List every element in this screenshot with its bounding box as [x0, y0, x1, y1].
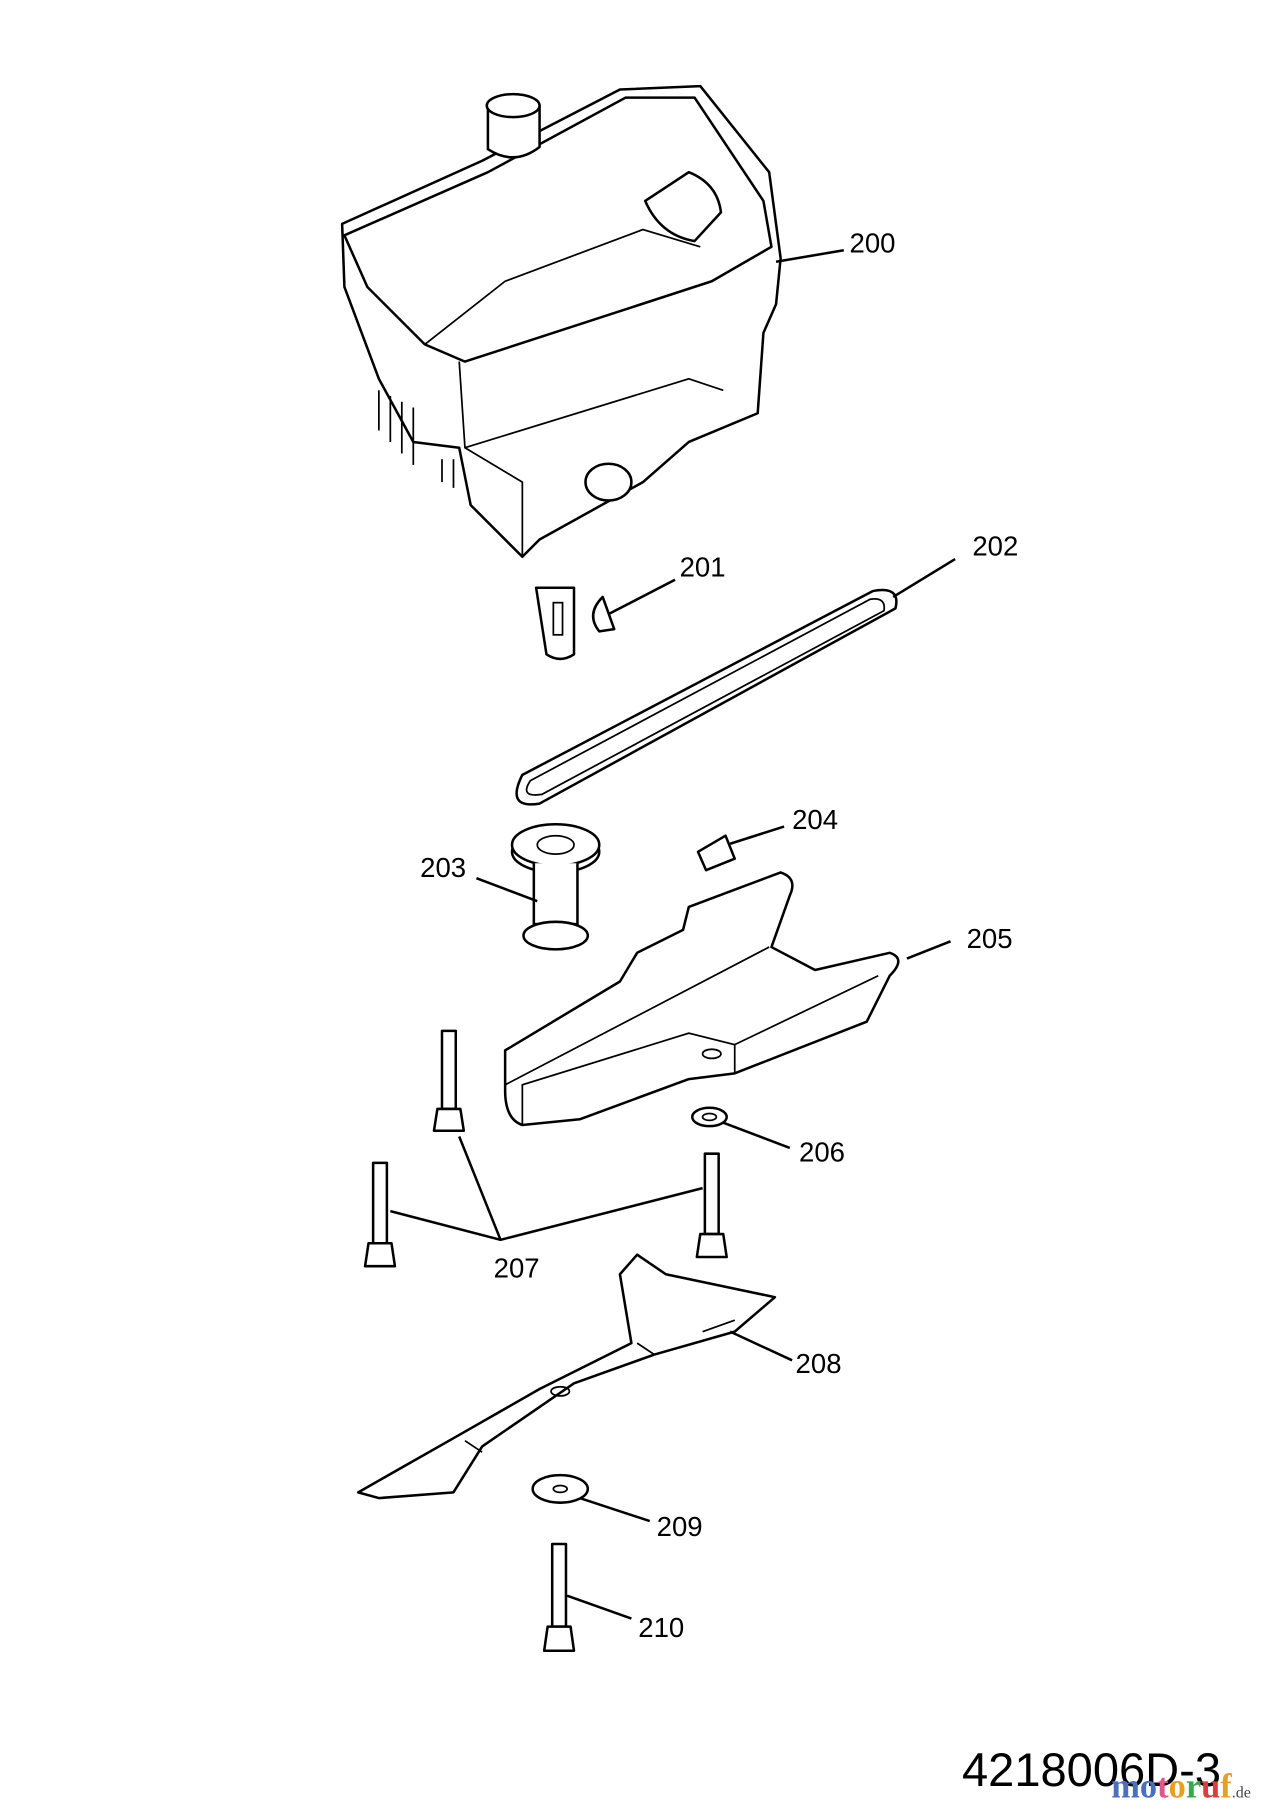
engine-part [340, 84, 782, 559]
svg-text:motoruf.de: motoruf.de [1111, 1768, 1251, 1800]
leader-209 [579, 1496, 651, 1523]
callout-205: 205 [967, 923, 1013, 954]
belt-part [515, 588, 898, 806]
callout-201: 201 [680, 551, 726, 582]
document-number: 4218006D-3 [962, 1743, 1221, 1796]
callout-202: 202 [972, 531, 1018, 562]
callout-209: 209 [657, 1511, 703, 1542]
callout-200: 200 [850, 228, 896, 259]
leader-206 [722, 1121, 791, 1150]
callout-204: 204 [792, 804, 838, 835]
watermark-logo: motoruf.de [1111, 1768, 1251, 1800]
leader-207 [390, 1136, 703, 1242]
blade-part [356, 1253, 777, 1500]
callout-207: 207 [494, 1253, 540, 1284]
leader-208 [729, 1330, 793, 1362]
belt-cover-part [503, 871, 900, 1127]
callout-210: 210 [638, 1612, 684, 1643]
callout-203: 203 [420, 852, 466, 883]
leader-204 [729, 825, 785, 845]
adapter-key-part [534, 586, 616, 661]
callout-208: 208 [796, 1348, 842, 1379]
leader-205 [906, 940, 952, 960]
callout-206: 206 [799, 1137, 845, 1168]
leader-201 [607, 578, 676, 616]
leader-203 [475, 877, 538, 903]
washer-part [690, 1106, 728, 1128]
pulley-part [510, 822, 601, 951]
clip-part [696, 834, 736, 872]
leader-200 [775, 249, 844, 263]
leader-210 [566, 1594, 632, 1620]
blade-washer-part [531, 1473, 590, 1504]
bolts-part [363, 1029, 728, 1268]
leader-202 [892, 557, 956, 599]
blade-bolt-part [542, 1542, 576, 1653]
